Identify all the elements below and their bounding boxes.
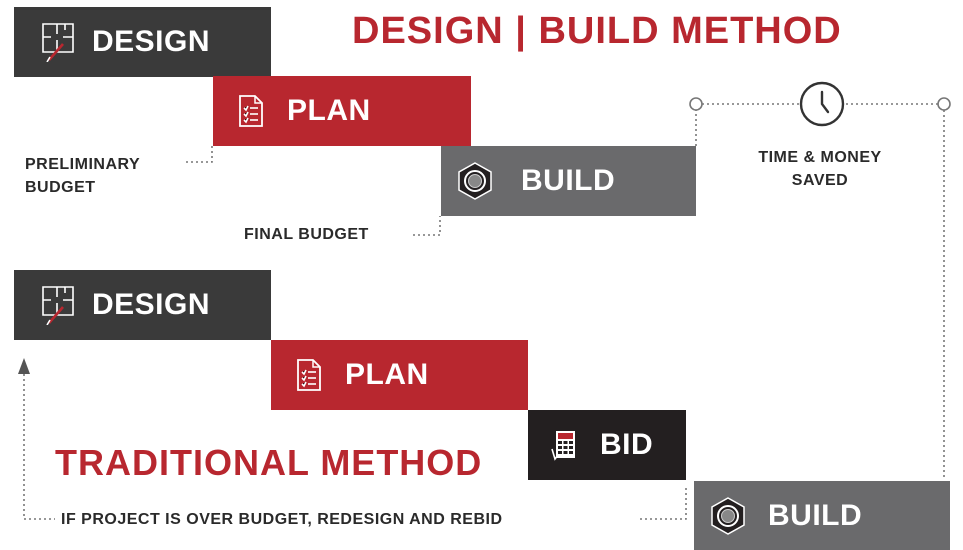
db-plan-step: PLAN [213,76,471,146]
tr-build-step: BUILD [694,481,950,550]
tr-bid-step: BID [528,410,686,480]
tr-build-label: BUILD [768,498,863,532]
time-money-note: TIME & MONEY SAVED [735,146,905,192]
calculator-icon [548,429,580,461]
preliminary-budget-note: PRELIMINARY BUDGET [25,153,140,199]
timeline-start-node [689,97,703,111]
final-budget-note: FINAL BUDGET [244,226,369,243]
db-build-step: BUILD [441,146,696,216]
preliminary-budget-line2: BUDGET [25,179,96,196]
db-plan-label: PLAN [287,94,371,127]
tr-plan-step: PLAN [271,340,528,410]
preliminary-budget-line1: PRELIMINARY [25,156,141,173]
hex-nut-icon [455,162,495,200]
floorplan-icon [30,285,86,325]
checklist-document-icon [289,358,329,392]
traditional-title: TRADITIONAL METHOD [55,442,483,483]
tr-design-step: DESIGN [14,270,271,340]
floorplan-icon [30,22,86,62]
tr-design-label: DESIGN [92,288,211,321]
return-arrow-head [18,358,30,374]
time-money-line2: SAVED [791,172,849,189]
db-design-label: DESIGN [92,25,211,58]
clock-icon [799,81,845,127]
hex-nut-icon [708,496,748,535]
timeline-end-node [937,97,951,111]
design-build-title: DESIGN | BUILD METHOD [352,10,842,52]
tr-plan-label: PLAN [345,358,429,391]
redesign-note: IF PROJECT IS OVER BUDGET, REDESIGN AND … [61,511,503,528]
tr-bid-label: BID [600,428,654,461]
db-design-step: DESIGN [14,7,271,77]
checklist-document-icon [231,94,271,128]
time-money-line1: TIME & MONEY [758,149,882,166]
db-build-label: BUILD [521,164,616,197]
